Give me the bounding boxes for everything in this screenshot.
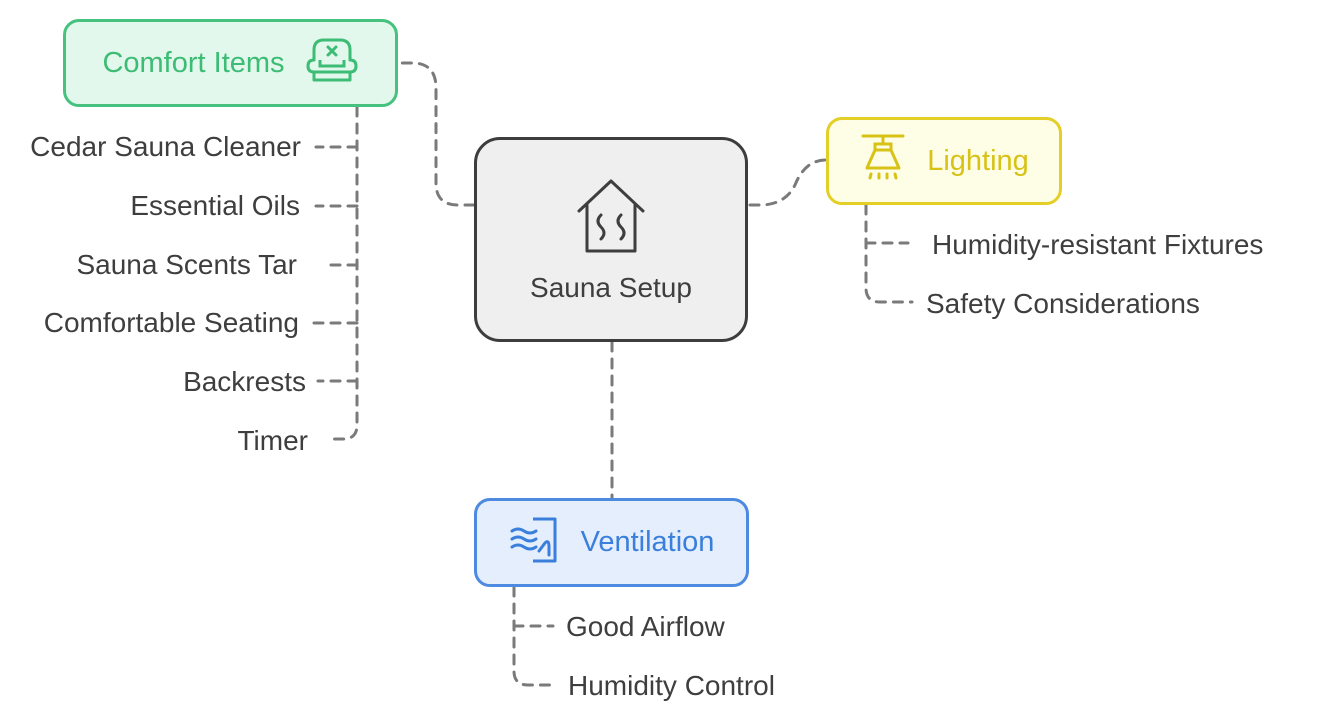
sauna-setup-node[interactable]: Sauna Setup bbox=[474, 137, 748, 342]
ceiling-lamp-icon bbox=[859, 132, 907, 191]
lighting-leaf-humidity-resistant-fixtures: Humidity-resistant Fixtures bbox=[932, 229, 1264, 260]
comfort-items-node[interactable]: Comfort Items bbox=[63, 19, 398, 107]
ventilation-label: Ventilation bbox=[580, 526, 715, 558]
sauna-house-icon bbox=[571, 175, 651, 260]
comfort-items-label: Comfort Items bbox=[102, 46, 285, 79]
lighting-label: Lighting bbox=[927, 144, 1029, 177]
ventilation-leaf-good-airflow: Good Airflow bbox=[566, 611, 725, 642]
ventilation-node[interactable]: Ventilation bbox=[474, 498, 749, 587]
lighting-leaf-safety-considerations: Safety Considerations bbox=[926, 288, 1200, 319]
comfort-leaf-timer: Timer bbox=[237, 425, 308, 456]
comfort-leaf-backrests: Backrests bbox=[183, 366, 306, 397]
comfort-leaf-cedar-sauna-cleaner: Cedar Sauna Cleaner bbox=[30, 131, 301, 162]
sauna-setup-label: Sauna Setup bbox=[530, 272, 692, 303]
lighting-node[interactable]: Lighting bbox=[826, 117, 1062, 205]
armchair-icon bbox=[305, 36, 359, 91]
ventilation-leaf-humidity-control: Humidity Control bbox=[568, 670, 775, 701]
comfort-leaf-comfortable-seating: Comfortable Seating bbox=[43, 307, 299, 338]
airflow-icon bbox=[509, 515, 561, 570]
comfort-leaf-sauna-scents-tar: Sauna Scents Tar bbox=[76, 249, 297, 280]
comfort-leaf-essential-oils: Essential Oils bbox=[130, 190, 300, 221]
